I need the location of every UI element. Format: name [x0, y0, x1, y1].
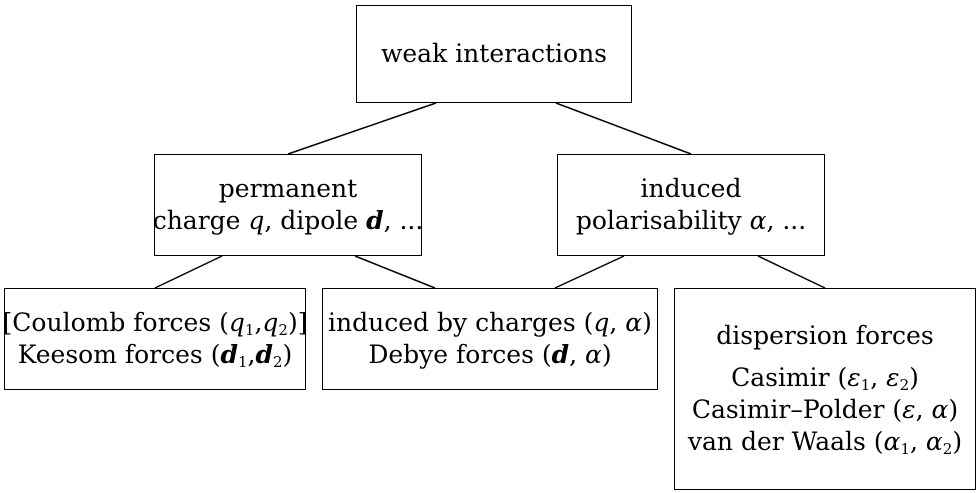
text: , ...	[766, 206, 807, 235]
node-title: induced	[640, 174, 742, 203]
edge-root-induced	[555, 102, 692, 155]
text: polarisability	[575, 206, 750, 235]
symbol-d: d	[255, 340, 273, 369]
text: induced by charges (	[328, 308, 594, 337]
text: ,	[915, 395, 932, 424]
edge-permanent-leaf2	[354, 255, 436, 289]
subscript: 2	[278, 321, 288, 339]
text: )	[948, 395, 959, 424]
symbol-alpha: α	[925, 427, 943, 456]
text: , dipole	[264, 206, 367, 235]
text: )	[642, 308, 652, 337]
text: )	[601, 340, 612, 369]
node-induction-forces: induced by charges (q, α) Debye forces (…	[322, 288, 658, 390]
node-subtitle: polarisability α, ...	[576, 205, 806, 237]
subscript: 1	[860, 376, 871, 394]
symbol-epsilon: ε	[902, 395, 916, 424]
text: )	[909, 363, 919, 392]
text: ,	[909, 427, 926, 456]
text: Debye forces (	[368, 340, 552, 369]
text: )	[952, 427, 963, 456]
subscript: 1	[244, 321, 255, 339]
symbol-q: q	[593, 308, 610, 337]
symbol-q: q	[228, 308, 245, 337]
van-der-waals-line: van der Waals (α1, α2)	[688, 426, 962, 458]
symbol-alpha: α	[585, 340, 602, 369]
subscript: 1	[900, 440, 910, 458]
text: )]	[287, 308, 308, 337]
subscript: 1	[237, 353, 248, 371]
symbol-alpha: α	[883, 427, 901, 456]
symbol-d: d	[220, 340, 238, 369]
casimir-polder-line: Casimir–Polder (ε, α)	[692, 394, 958, 426]
subscript: 2	[272, 353, 283, 371]
edge-root-permanent	[287, 102, 437, 155]
debye-forces-line: Debye forces (d, α)	[368, 339, 611, 371]
symbol-alpha: α	[749, 206, 767, 235]
subscript: 2	[942, 440, 953, 458]
edge-permanent-leaf1	[154, 255, 223, 289]
text: ,	[254, 308, 263, 337]
subscript: 2	[899, 376, 910, 394]
node-permanent-forces: [Coulomb forces (q1,q2)] Keesom forces (…	[3, 288, 308, 390]
text: van der Waals (	[687, 427, 884, 456]
node-dispersion-forces: dispersion forces Casimir (ε1, ε2) Casim…	[674, 288, 976, 490]
text: [Coulomb forces (	[2, 308, 229, 337]
symbol-d: d	[366, 206, 384, 235]
edge-induced-leaf3	[757, 255, 826, 289]
text: ,	[569, 340, 586, 369]
node-title: permanent	[218, 174, 358, 203]
node-induced: induced polarisability α, ...	[557, 154, 825, 256]
text: )	[282, 340, 293, 369]
symbol-alpha: α	[625, 308, 643, 337]
symbol-q: q	[248, 206, 265, 235]
text: Keesom forces (	[17, 340, 221, 369]
text: Casimir (	[731, 363, 848, 392]
node-label: weak interactions	[380, 39, 607, 68]
symbol-q: q	[262, 308, 279, 337]
symbol-alpha: α	[931, 395, 949, 424]
symbol-epsilon: ε	[847, 363, 861, 392]
casimir-line: Casimir (ε1, ε2)	[731, 362, 919, 394]
text: Casimir–Polder (	[691, 395, 903, 424]
node-title: dispersion forces	[716, 321, 934, 350]
induced-by-charges-line: induced by charges (q, α)	[328, 307, 652, 339]
node-permanent: permanent charge q, dipole d, ...	[153, 154, 424, 256]
text: charge	[152, 206, 249, 235]
text: ,	[609, 308, 626, 337]
node-weak-interactions: weak interactions	[356, 5, 632, 103]
edge-induced-leaf2	[554, 255, 625, 289]
coulomb-forces-line: [Coulomb forces (q1,q2)]	[3, 307, 308, 339]
symbol-epsilon: ε	[886, 363, 900, 392]
node-subtitle: charge q, dipole d, ...	[153, 205, 424, 237]
symbol-d: d	[551, 340, 570, 369]
text: , ...	[383, 206, 424, 235]
text: ,	[870, 363, 887, 392]
text: ,	[247, 340, 256, 369]
keesom-forces-line: Keesom forces (d1,d2)	[18, 339, 293, 371]
